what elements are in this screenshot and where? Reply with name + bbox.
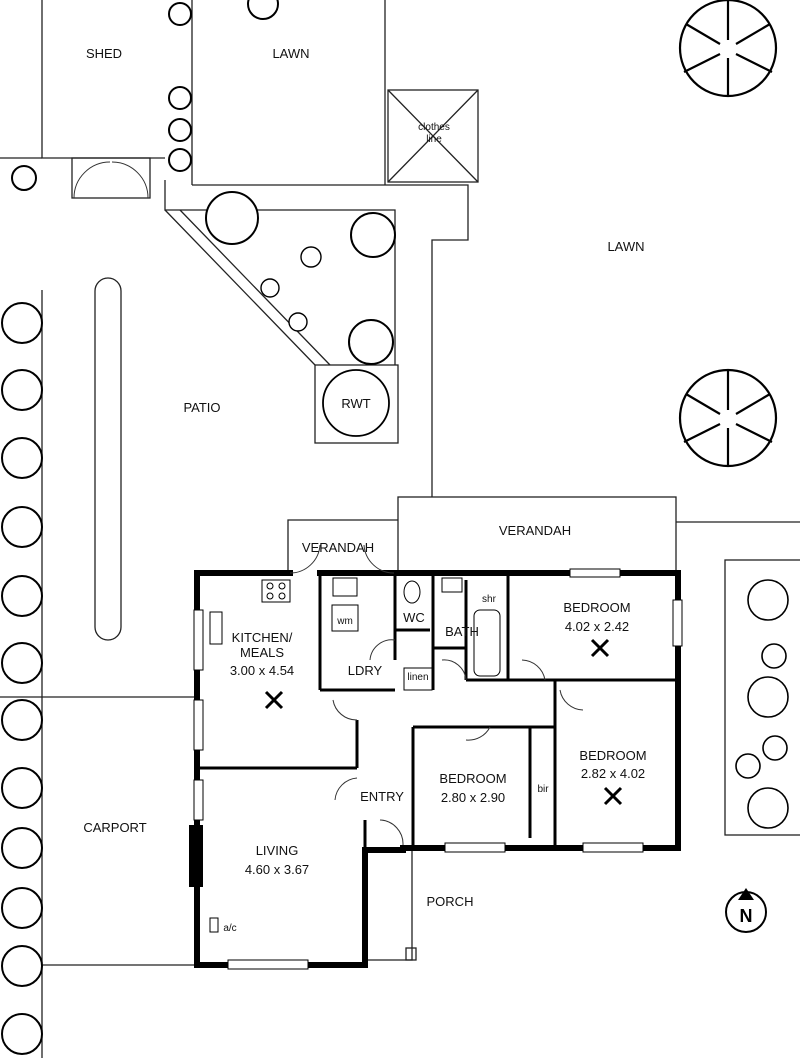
label-clothes-line-2: line	[426, 134, 442, 145]
label-bir: bir	[537, 784, 549, 795]
shrub-icon	[11, 0, 396, 365]
rainwater-tank-icon	[322, 369, 390, 437]
north-label: N	[740, 906, 753, 926]
label-linen: linen	[407, 672, 428, 683]
label-verandah-large: VERANDAH	[499, 523, 571, 538]
label-lawn-top: LAWN	[272, 46, 309, 61]
label-lawn-right: LAWN	[607, 239, 644, 254]
label-living-name: LIVING	[256, 843, 299, 858]
small-plant-icon	[260, 246, 322, 332]
labels: SHED LAWN clothes line LAWN PATIO RWT VE…	[83, 46, 646, 934]
label-entry: ENTRY	[360, 789, 404, 804]
label-bedroom3-name: BEDROOM	[439, 771, 506, 786]
planter-shrub-icon	[735, 579, 789, 829]
label-shr: shr	[482, 594, 497, 605]
label-porch: PORCH	[427, 894, 474, 909]
label-wm: wm	[336, 616, 353, 627]
label-carport: CARPORT	[83, 820, 146, 835]
label-living-size: 4.60 x 3.67	[245, 862, 309, 877]
label-bedroom3-size: 2.80 x 2.90	[441, 790, 505, 805]
label-wc: WC	[403, 610, 425, 625]
tree-icon	[678, 368, 778, 468]
label-kitchen-name-1: KITCHEN/	[232, 630, 293, 645]
ceiling-fan-icon	[264, 638, 623, 806]
label-clothes-line-1: clothes	[418, 122, 450, 133]
tree-icon	[678, 0, 778, 98]
house-walls	[189, 544, 683, 970]
label-bedroom1-size: 4.02 x 2.42	[565, 619, 629, 634]
label-patio: PATIO	[183, 400, 220, 415]
label-bath: BATH	[445, 624, 479, 639]
label-shed: SHED	[86, 46, 122, 61]
label-bedroom1-name: BEDROOM	[563, 600, 630, 615]
label-rwt: RWT	[341, 396, 370, 411]
label-bedroom2-size: 2.82 x 4.02	[581, 766, 645, 781]
label-kitchen-name-2: MEALS	[240, 645, 284, 660]
label-bedroom2-name: BEDROOM	[579, 748, 646, 763]
label-verandah-small: VERANDAH	[302, 540, 374, 555]
label-ldry: LDRY	[348, 663, 383, 678]
label-ac: a/c	[223, 923, 236, 934]
north-arrow-icon: N	[725, 888, 767, 933]
label-kitchen-size: 3.00 x 4.54	[230, 663, 294, 678]
hedge-icon	[1, 302, 43, 1055]
